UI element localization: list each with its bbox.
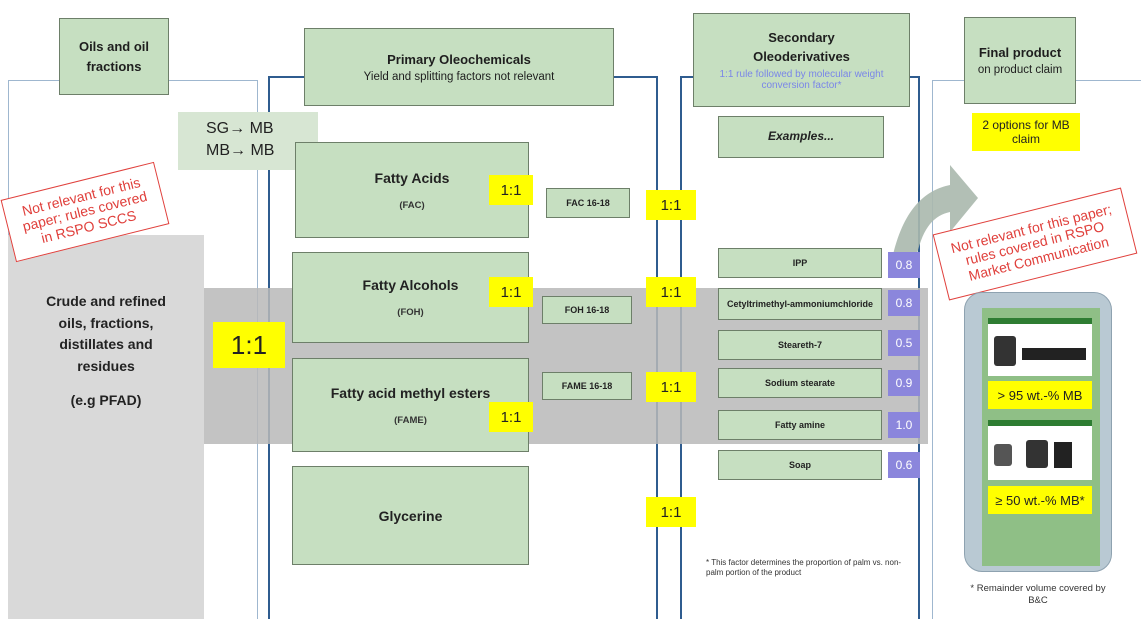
range-fame: FAME 16-18 [542,372,632,400]
range-fac: FAC 16-18 [546,188,630,218]
label-bar-icon-1 [1022,348,1086,360]
final-options-label: 2 options for MB claim [972,113,1080,151]
factor-steareth: 0.5 [888,330,920,356]
header-primary: Primary Oleochemicals Yield and splittin… [304,28,614,106]
ratio-out-foh: 1:1 [646,277,696,307]
fatty-alcohols-name: Fatty Alcohols [362,277,459,293]
palm-logo-icon-1 [994,336,1016,366]
header-primary-title: Primary Oleochemicals [387,51,531,67]
ratio-fame: 1:1 [489,402,533,432]
product-label-image-1 [988,318,1092,376]
factor-sodium-stearate: 0.9 [888,370,920,396]
header-secondary-title: Secondary Oleoderivatives [753,29,850,64]
mb-mb-line2: MB→ MB [206,141,275,159]
sg-mb-line1: SG→ MB [206,120,274,137]
header-final-title: Final product [978,45,1062,60]
glycerine-name: Glycerine [378,507,443,524]
footnote-secondary: * This factor determines the proportion … [706,558,902,578]
claim-95: > 95 wt.-% MB [988,381,1092,409]
example-fatty-amine: Fatty amine [718,410,882,440]
factor-fatty-amine: 1.0 [888,412,920,438]
header-oils-title: Oils and oil fractions [78,39,150,74]
example-sodium-stearate: Sodium stearate [718,368,882,398]
oils-box-text: Crude and refined oils, fractions, disti… [46,293,166,375]
header-final: Final product on product claim [964,17,1076,104]
header-oils: Oils and oil fractions [59,18,169,95]
oils-box: Crude and refined oils, fractions, disti… [8,235,204,619]
fatty-acids-abbr: (FAC) [399,199,425,211]
ratio-out-glycerine: 1:1 [646,497,696,527]
example-soap: Soap [718,450,882,480]
header-secondary: Secondary Oleoderivatives 1:1 rule follo… [693,13,910,107]
product-label-image-2 [988,420,1092,480]
ratio-big: 1:1 [213,322,285,368]
ratio-fac: 1:1 [489,175,533,205]
fatty-acids-name: Fatty Acids [374,169,450,186]
fatty-alcohols-abbr: (FOH) [397,307,424,318]
factor-cetyltrimethyl: 0.8 [888,290,920,316]
ratio-out-fac: 1:1 [646,190,696,220]
factor-soap: 0.6 [888,452,920,478]
example-ipp: IPP [718,248,882,278]
palm-logo-icon-2 [994,444,1012,466]
example-cetyltrimethyl: Cetyltrimethyl-ammoniumchloride [718,288,882,320]
box-glycerine: Glycerine [292,466,529,565]
curved-arrow-icon [890,165,978,270]
example-steareth: Steareth-7 [718,330,882,360]
palm-logo-icon-3 [1026,440,1048,468]
footnote-final: * Remainder volume covered by B&C [970,583,1106,606]
fame-name: Fatty acid methyl esters [330,384,491,401]
ratio-foh: 1:1 [489,277,533,307]
examples-label: Examples... [718,116,884,158]
header-secondary-subtitle: 1:1 rule followed by molecular weight co… [719,69,884,92]
oils-box-example: (e.g PFAD) [70,391,142,408]
claim-50: ≥ 50 wt.-% MB* [988,486,1092,514]
ratio-out-fame: 1:1 [646,372,696,402]
range-foh: FOH 16-18 [542,296,632,324]
label-bar-icon-2 [1054,442,1072,468]
fame-abbr: (FAME) [394,414,427,426]
sg-mb-box: SG→ MB MB→ MB [178,112,318,170]
header-final-subtitle: on product claim [977,64,1063,76]
factor-ipp: 0.8 [888,252,920,278]
header-primary-subtitle: Yield and splitting factors not relevant [363,70,555,83]
